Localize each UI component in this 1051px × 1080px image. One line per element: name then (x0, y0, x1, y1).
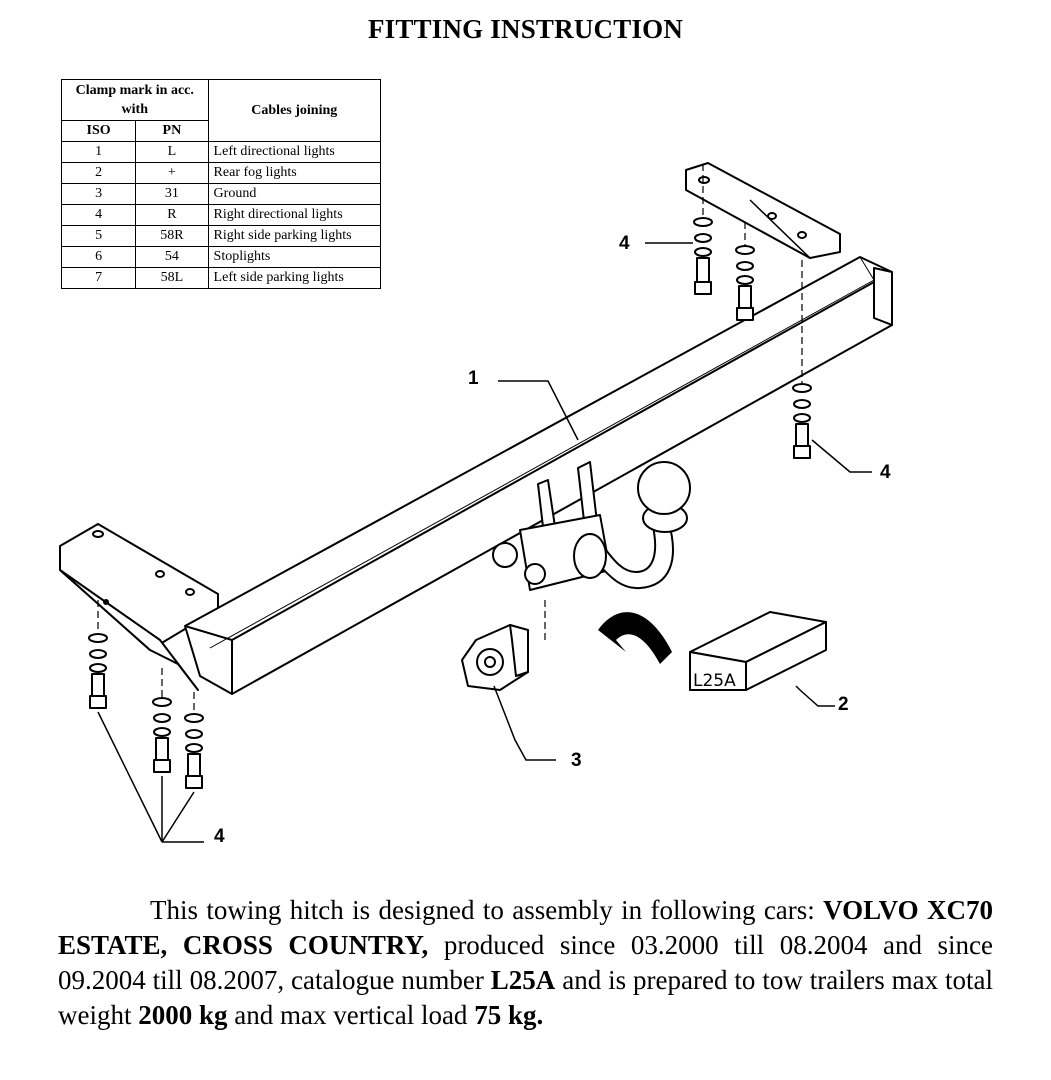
cables-joining-table: Clamp mark in acc. with Cables joining I… (60, 79, 382, 289)
description-text: This towing hitch is designed to assembl… (58, 893, 993, 1033)
desc-max-weight: 2000 kg (138, 1000, 228, 1030)
socket-plate (461, 624, 529, 691)
callout-2: 2 (838, 694, 849, 715)
cell-desc: Right side parking lights (207, 225, 382, 247)
callout-4-bottom: 4 (214, 826, 225, 847)
bolt-set-right-side (792, 383, 812, 459)
header-cables-joining: Cables joining (207, 79, 382, 142)
callout-1: 1 (468, 368, 479, 389)
insert-arrow-icon (598, 612, 672, 664)
towbar-exploded-diagram: L25A (59, 162, 893, 843)
callout-4-right: 4 (880, 462, 891, 483)
desc-car-model: VOLVO XC70 ESTATE, CROSS COUNTRY, (58, 895, 993, 960)
cell-iso: 7 (60, 267, 137, 289)
desc-intro: This towing hitch is designed to assembl… (150, 895, 815, 925)
cell-desc: Stoplights (207, 246, 382, 268)
callout-3: 3 (571, 750, 582, 771)
main-crossbar (184, 256, 893, 695)
page-title: FITTING INSTRUCTION (367, 14, 684, 44)
cell-pn: 54 (135, 246, 209, 268)
header-clamp-mark: Clamp mark in acc. with (61, 79, 209, 121)
desc-tow-text: and is prepared to tow trailers max tota… (58, 965, 994, 1030)
desc-production: produced since 03.2000 till 08.2004 and … (58, 930, 994, 995)
cell-pn: 31 (135, 183, 209, 205)
left-mounting-bracket (59, 523, 219, 691)
kit-box-label: L25A (693, 671, 736, 691)
bolt-set-left-bottom (88, 633, 204, 789)
cell-pn: 58L (135, 267, 209, 289)
right-mounting-bracket (685, 162, 841, 259)
cell-desc: Ground (207, 183, 382, 205)
kit-box (689, 611, 827, 691)
callout-4-top: 4 (619, 233, 630, 254)
desc-vload-text: and max vertical load (234, 1000, 468, 1030)
bolt-set-right-top (693, 217, 755, 321)
ball-mount (492, 461, 691, 591)
cell-desc: Right directional lights (207, 204, 382, 226)
header-pn: PN (135, 120, 209, 142)
desc-catalogue-number: L25A (490, 965, 556, 995)
cell-desc: Left side parking lights (207, 267, 382, 289)
desc-max-vertical-load: 75 kg. (474, 1000, 544, 1030)
